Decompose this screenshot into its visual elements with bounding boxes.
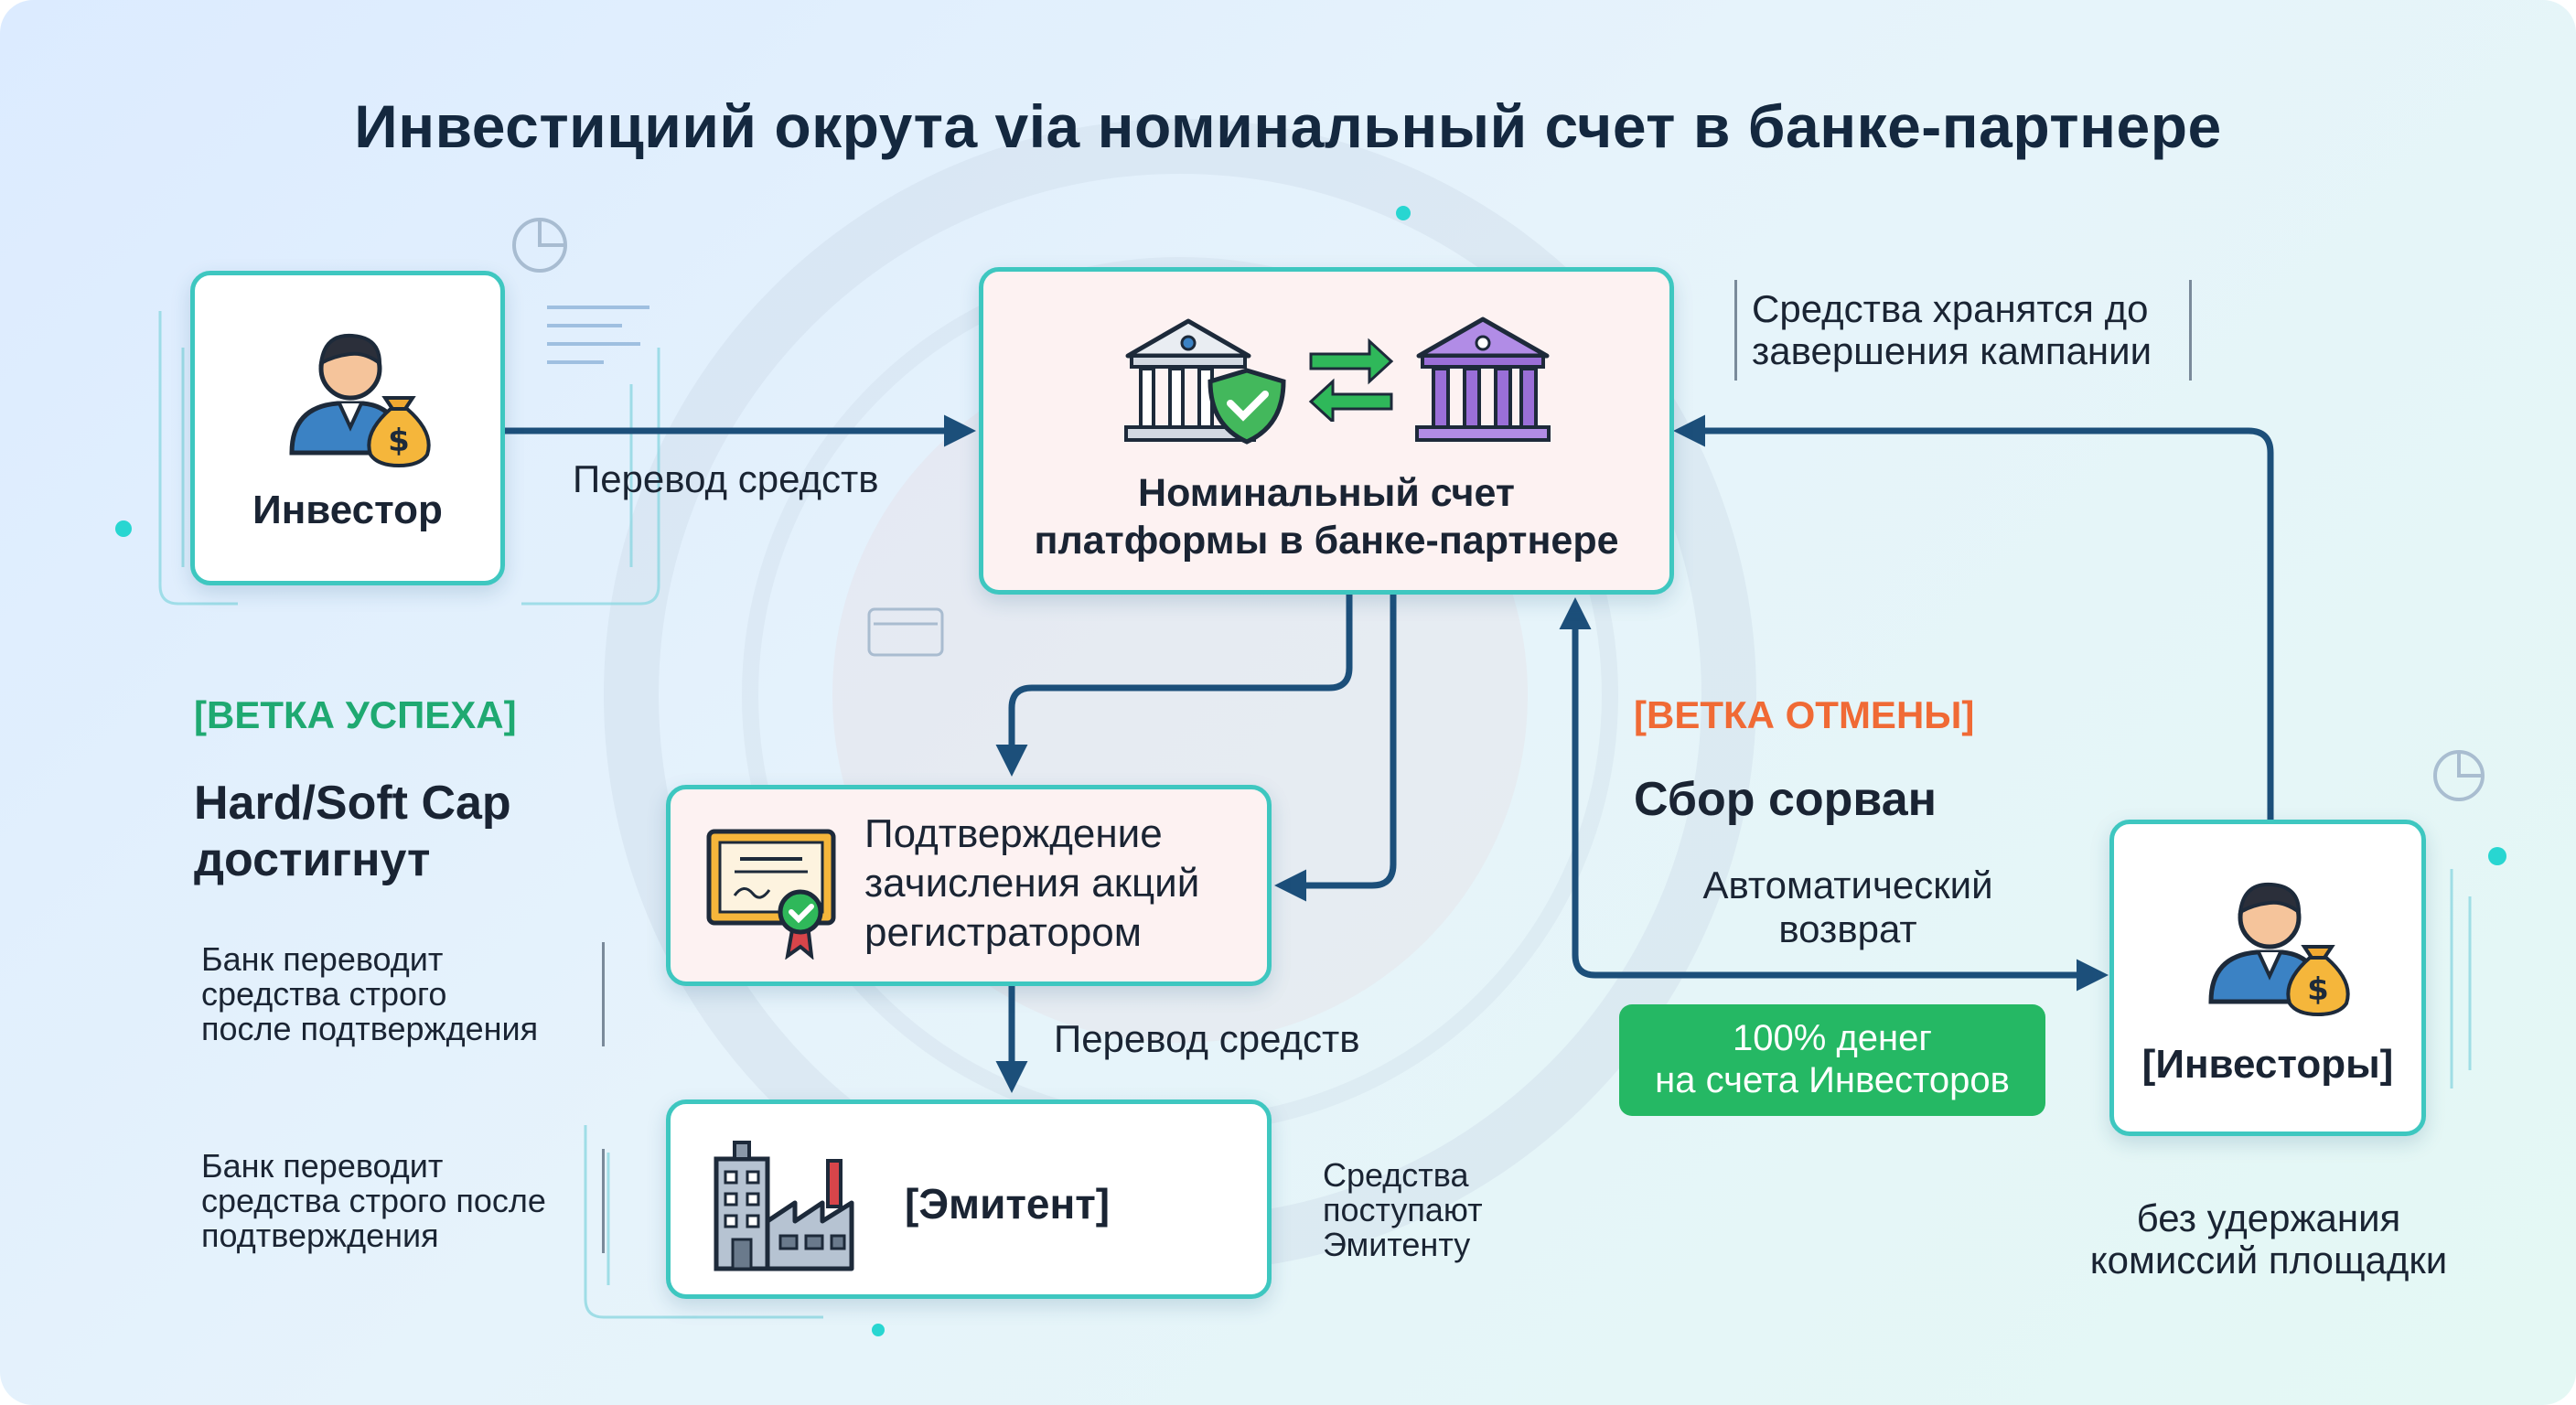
success-note-2: Банк переводит средства строго после под… xyxy=(201,1149,605,1253)
svg-text:$: $ xyxy=(388,423,410,459)
factory-icon xyxy=(714,1141,854,1271)
investors-note-line2: комиссий площадки xyxy=(2089,1239,2448,1282)
account-note-line1: Средства хранятся до xyxy=(1752,287,2149,330)
account-label-line1: Номинальный счет xyxy=(1138,471,1515,515)
certificate-icon xyxy=(706,829,836,960)
refund-badge-line1: 100% денег xyxy=(1733,1018,1932,1058)
issuer-note-line1: Средства xyxy=(1323,1156,1469,1194)
investor-label: Инвестор xyxy=(252,488,443,532)
account-label-line2: платформы в банке-партнере xyxy=(1034,519,1619,563)
money-bag-icon: $ xyxy=(367,396,431,468)
issuer-box: [Эмитент] xyxy=(666,1099,1272,1299)
registrar-line1: Подтверждение xyxy=(864,811,1163,856)
transfer-label-mid: Перевод средств xyxy=(1054,1017,1360,1060)
success-tag: [ВЕТКА УСПЕХА] xyxy=(194,693,517,736)
issuer-note-line3: Эмитенту xyxy=(1323,1226,1471,1263)
page-title: Инвестициий окрута via номинальный счет … xyxy=(354,92,2222,160)
investors-label: [Инвесторы] xyxy=(2141,1042,2394,1087)
issuer-note-line2: поступают xyxy=(1323,1191,1483,1228)
success-note-1-line2: средства строго xyxy=(201,975,447,1013)
account-note: Средства хранятся до завершения кампании xyxy=(1734,280,2192,381)
investors-note-line1: без удержания xyxy=(2136,1196,2401,1239)
arrow-account-to-registrar-right xyxy=(1274,595,1397,902)
registrar-line3: регистратором xyxy=(864,910,1143,955)
success-note-1-line1: Банк переводит xyxy=(201,940,444,978)
success-note-1-line3: после подтверждения xyxy=(201,1010,539,1047)
arrow-cancel-to-investors xyxy=(1572,942,2109,992)
refund-badge-line2: на счета Инвесторов xyxy=(1655,1060,2010,1100)
cancel-tag: [ВЕТКА ОТМЕНЫ] xyxy=(1634,693,1975,736)
bank-shield-icon xyxy=(1124,318,1286,445)
success-note-1: Банк переводит средства строго после под… xyxy=(201,942,605,1046)
nominal-account-box: Номинальный счет платформы в банке-партн… xyxy=(979,267,1674,595)
success-note-2-line1: Банк переводит xyxy=(201,1147,444,1185)
success-heading-line1: Hard/Soft Cap xyxy=(194,777,511,830)
cancel-return-line2: возврат xyxy=(1778,907,1917,950)
issuer-label: [Эмитент] xyxy=(905,1180,1111,1228)
investors-money-bag-icon: $ xyxy=(2286,945,2350,1017)
arrow-investors-to-account xyxy=(1673,414,2274,820)
success-note-2-line3: подтверждения xyxy=(201,1217,439,1254)
transfer-label-top: Перевод средств xyxy=(573,457,879,500)
exchange-arrows-icon xyxy=(1308,338,1394,422)
account-note-line2: завершения кампании xyxy=(1752,329,2152,372)
registrar-line2: зачисления акций xyxy=(864,861,1200,906)
cancel-heading: Сбор сорван xyxy=(1634,773,1937,826)
arrow-account-to-registrar xyxy=(995,595,1353,777)
investors-box: $ [Инвесторы] xyxy=(2109,820,2426,1136)
cancel-return-line1: Автоматический xyxy=(1702,863,1993,906)
investor-box: $ Инвестор xyxy=(190,271,505,585)
bank-purple-icon xyxy=(1415,316,1551,442)
svg-text:$: $ xyxy=(2307,971,2329,1008)
success-heading-line2: достигнут xyxy=(194,833,431,886)
refund-badge: 100% денег на счета Инвесторов xyxy=(1619,1004,2045,1116)
registrar-box: Подтверждение зачисления акций регистрат… xyxy=(666,785,1272,986)
success-note-2-line2: средства строго после xyxy=(201,1182,546,1219)
